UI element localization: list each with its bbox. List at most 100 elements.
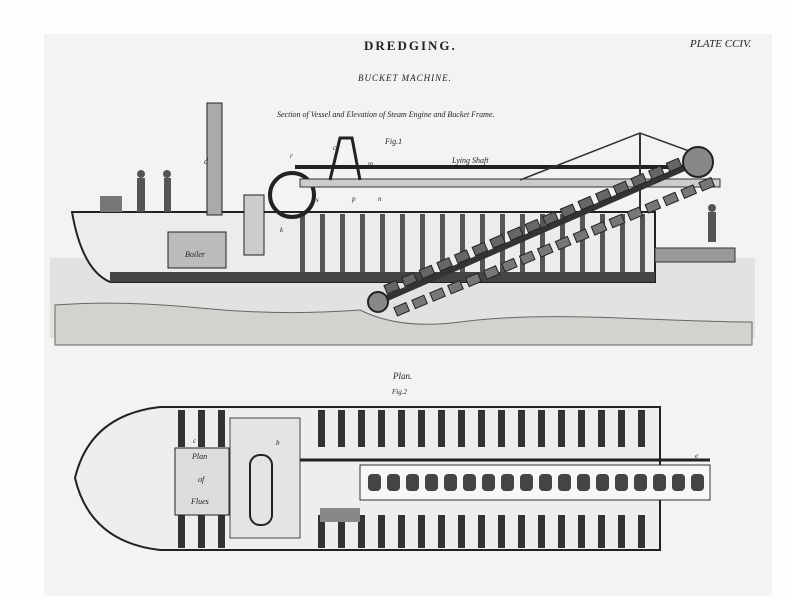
bucket (518, 250, 536, 266)
plan-rib (218, 410, 225, 447)
bucket (471, 241, 489, 257)
letter-c-plan: c (193, 437, 197, 445)
plan-rib (418, 410, 425, 447)
figure-1-elevation (50, 102, 755, 346)
bucket (665, 157, 683, 173)
hull-ribs (300, 214, 645, 272)
plan-rib (458, 410, 465, 447)
plan-rib (578, 515, 585, 548)
plan-rib (378, 410, 385, 447)
plate-number: PLATE CCIV. (690, 38, 752, 50)
bucket (644, 198, 662, 214)
plan-rib (178, 410, 185, 447)
hull-rib (340, 214, 345, 272)
plan-bucket (425, 474, 438, 491)
plan-bucket-chain (368, 474, 704, 491)
plan-rib (218, 515, 225, 548)
capstan-plan (320, 508, 360, 522)
bucket (590, 221, 608, 236)
figure-1-label: Fig.1 (385, 137, 403, 146)
plan-rib (398, 410, 405, 447)
plan-rib (558, 515, 565, 548)
letter-e-plan: e (695, 452, 699, 460)
a-frame (328, 136, 362, 181)
hull-rib (380, 214, 385, 272)
hull-rib (400, 214, 405, 272)
plan-bucket (368, 474, 381, 491)
letter-b-plan: b (276, 439, 280, 447)
hull-floor (110, 272, 655, 282)
hull-rib (420, 214, 425, 272)
plan-rib (358, 515, 365, 548)
plan-rib (318, 410, 325, 447)
winch (100, 196, 122, 212)
upper-tumbler (682, 146, 714, 178)
boiler-label: Boiler (185, 250, 205, 259)
plan-bucket (615, 474, 628, 491)
bucket (411, 294, 428, 310)
bucket (698, 176, 716, 192)
hull-rib (440, 214, 445, 272)
letter-k: k (280, 226, 284, 234)
plan-ribs (178, 410, 645, 548)
gear-wheel (268, 171, 316, 219)
flues-label-2: of (198, 475, 205, 484)
bucket (418, 264, 436, 280)
plan-bucket (577, 474, 590, 491)
plan-rib (618, 410, 625, 447)
plan-rib (438, 515, 445, 548)
bucket (630, 172, 648, 188)
plate-subtitle: BUCKET MACHINE. (358, 73, 452, 83)
bucket (612, 180, 630, 196)
plan-rib (458, 515, 465, 548)
plan-bucket (634, 474, 647, 491)
bucket (447, 279, 464, 295)
bucket (436, 256, 453, 272)
letter-r: r (290, 152, 293, 160)
plan-rib (198, 515, 205, 548)
plan-rib (438, 410, 445, 447)
bucket (453, 249, 471, 265)
plan-bucket (596, 474, 609, 491)
plan-rib (518, 515, 525, 548)
plan-rib (498, 515, 505, 548)
workers (137, 170, 716, 242)
bucket (465, 272, 482, 288)
bucket (393, 301, 411, 317)
bucket (400, 272, 418, 287)
plan-rib (318, 515, 325, 548)
plan-rib (638, 515, 645, 548)
lying-shaft-label: Lying Shaft (452, 156, 489, 165)
bucket-ladder (376, 159, 700, 305)
bucket (572, 228, 590, 244)
bucket (626, 206, 644, 222)
plan-rib (558, 410, 565, 447)
hull-rib (460, 214, 465, 272)
bucket (482, 265, 500, 280)
figure-2-label: Fig.2 (392, 388, 407, 396)
plan-rib (638, 410, 645, 447)
plan-rib (498, 410, 505, 447)
engine-plan (249, 454, 273, 526)
figure-2-plan (73, 406, 711, 551)
letter-d: d (204, 157, 208, 166)
bucket (383, 279, 401, 295)
mud-barge (654, 247, 736, 263)
plan-rib (618, 515, 625, 548)
plan-bucket (672, 474, 685, 491)
bucket (647, 165, 665, 180)
plan-bucket (387, 474, 400, 491)
hull-rib (640, 214, 645, 272)
plan-rib (598, 410, 605, 447)
plan-rib (178, 515, 185, 548)
letter-m: m (368, 160, 374, 168)
bucket (500, 257, 518, 273)
plan-rib (478, 515, 485, 548)
bucket (429, 287, 446, 302)
hull-rib (540, 214, 545, 272)
engine-room (229, 417, 301, 539)
bucket (595, 188, 612, 203)
hull-rib (320, 214, 325, 272)
flues-plan (174, 447, 230, 516)
